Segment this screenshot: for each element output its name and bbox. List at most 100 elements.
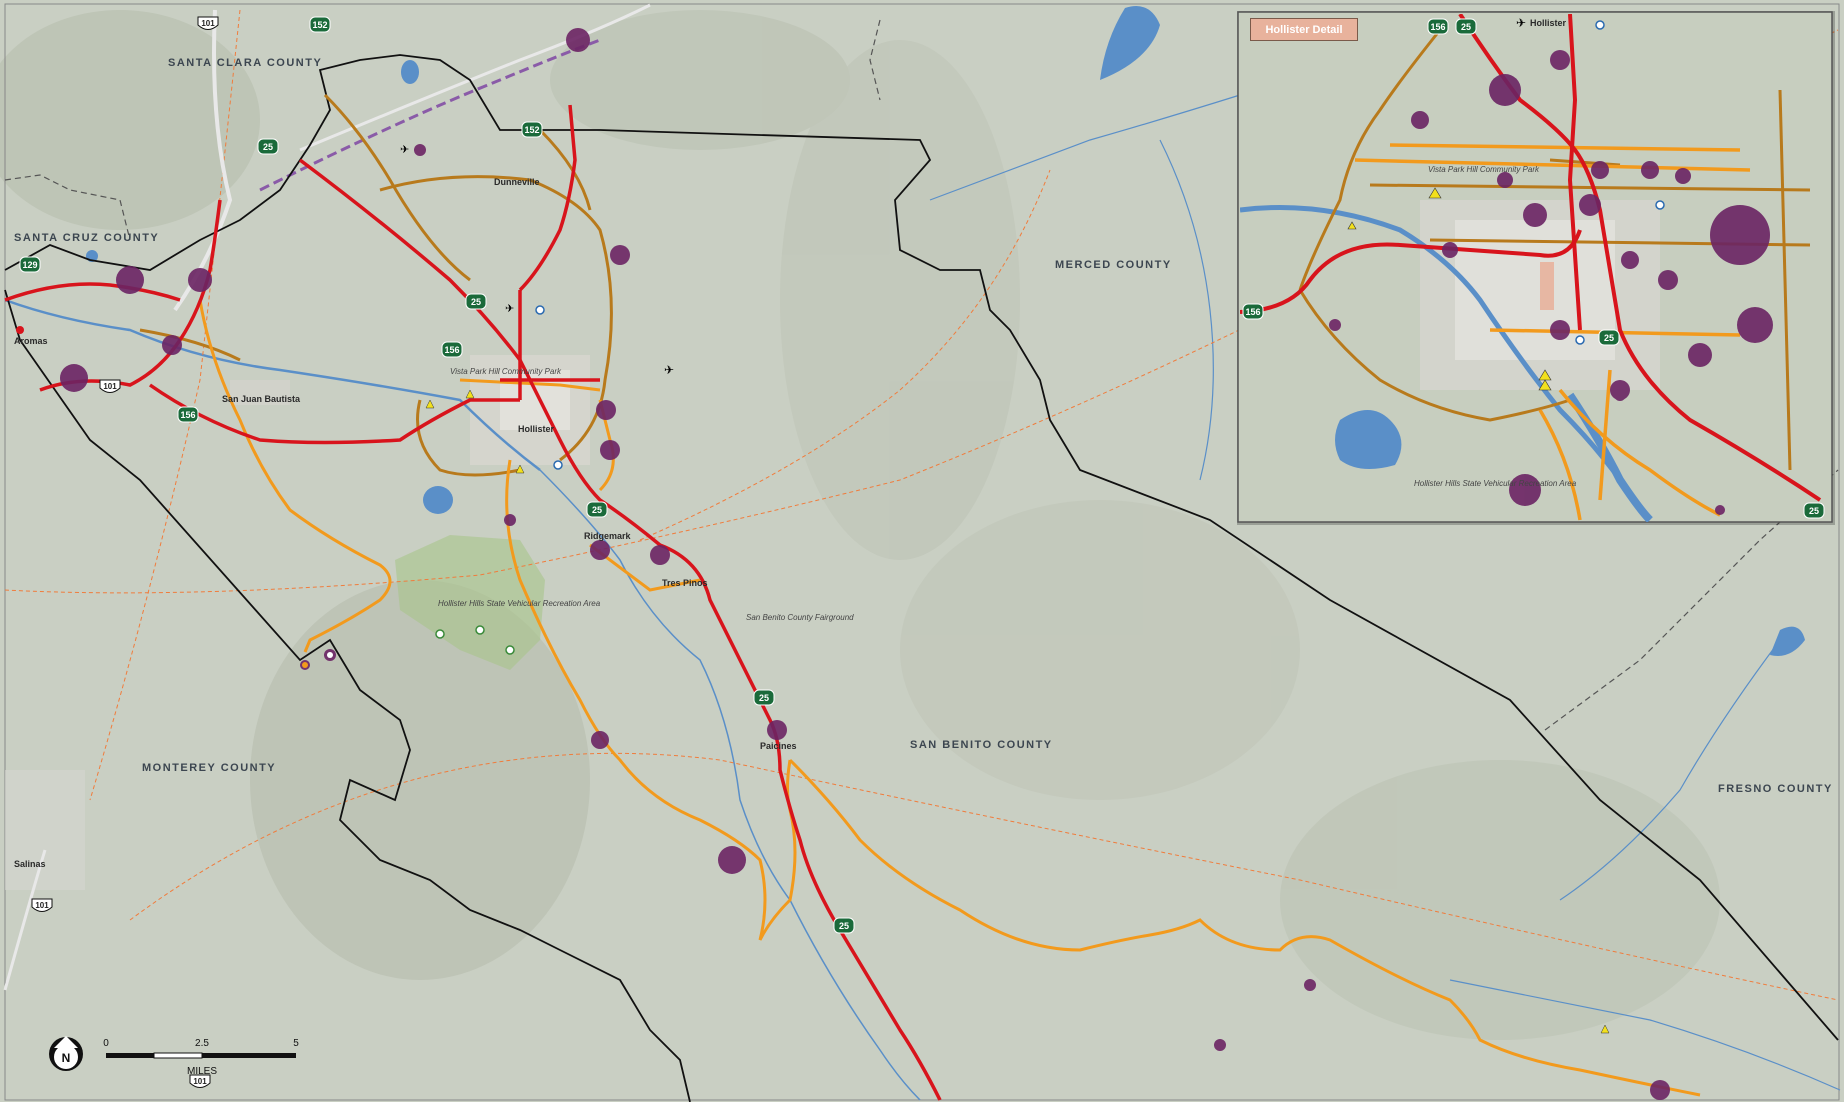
- label-tres-pinos: Tres Pinos: [662, 578, 708, 588]
- svg-text:101: 101: [35, 901, 49, 910]
- lake-west: [401, 60, 419, 84]
- label-vista-park: Vista Park Hill Community Park: [450, 367, 562, 376]
- inset-river: [1240, 205, 1643, 512]
- highway-156-red: [148, 383, 520, 445]
- svg-text:25: 25: [1604, 333, 1614, 343]
- inset-label-hollister: Hollister: [1530, 18, 1567, 28]
- scale-tick-0: 0: [103, 1038, 109, 1049]
- svg-text:25: 25: [592, 505, 602, 515]
- label-fairground: San Benito County Fairground: [746, 613, 854, 622]
- route-shield-25-paicines: 25: [753, 689, 775, 706]
- county-boundary: [4, 54, 1839, 1102]
- terrain-shading: [0, 10, 1720, 1040]
- route-shield-101-salinas: 101: [31, 898, 53, 912]
- route-shield-152: 152: [309, 16, 331, 33]
- pajaro-river: [4, 298, 541, 471]
- route-shield-129: 129: [19, 256, 41, 273]
- label-santa-clara-county: SANTA CLARA COUNTY: [168, 57, 322, 69]
- south-creek: [1449, 979, 1841, 1091]
- svg-text:25: 25: [263, 142, 273, 152]
- rail-152-purple: [259, 38, 601, 192]
- north-fork-creek: [929, 94, 1241, 201]
- points-of-interest: ✈ ✈ ✈: [16, 144, 1610, 1034]
- freeway-101-south: [3, 849, 47, 991]
- route-shield-101-west: 101: [99, 379, 121, 393]
- label-monterey-county: MONTEREY COUNTY: [142, 762, 276, 774]
- label-salinas: Salinas: [14, 859, 46, 869]
- scale-tick-1: 2.5: [195, 1038, 209, 1049]
- label-ridgemark: Ridgemark: [584, 531, 632, 541]
- route-shield-25-north: 25: [257, 138, 279, 155]
- inset-shield-25-center: 25: [1598, 329, 1620, 346]
- route-shields: 101 152 25 152 129 25 156 101: [19, 16, 855, 934]
- svg-text:101: 101: [103, 382, 117, 391]
- label-san-juan-bautista: San Juan Bautista: [222, 394, 301, 404]
- lake-reservoir-north: [1100, 6, 1160, 80]
- svg-text:129: 129: [22, 260, 37, 270]
- svg-text:25: 25: [759, 693, 769, 703]
- hollister-hills-park: [395, 535, 545, 670]
- route-shield-25-ridgemark: 25: [586, 501, 608, 518]
- water-bodies: [86, 6, 1805, 656]
- route-shield-152-east: 152: [521, 121, 543, 138]
- route-shield-25-south: 25: [833, 917, 855, 934]
- svg-text:25: 25: [1809, 506, 1819, 516]
- svg-text:156: 156: [1430, 22, 1445, 32]
- label-hollister-hills: Hollister Hills State Vehicular Recreati…: [438, 599, 601, 608]
- development-areas: [60, 28, 1670, 1100]
- east-creek: [1559, 639, 1781, 901]
- map-frame: [4, 3, 1840, 1101]
- arterial-roads: [198, 299, 1701, 1097]
- svg-text:152: 152: [524, 125, 539, 135]
- inset-shield-25: 25: [1455, 18, 1477, 35]
- svg-text:101: 101: [201, 19, 215, 28]
- inset-title: Hollister Detail: [1250, 18, 1358, 41]
- route-shield-101-scale: 101: [189, 1074, 211, 1088]
- scale-units: MILES: [187, 1066, 217, 1077]
- hollister-detail-inset[interactable]: ✈ 156 25 156 25 25 Hollis: [1237, 11, 1835, 525]
- highway-156-north: [4, 282, 181, 302]
- svg-text:25: 25: [1461, 22, 1471, 32]
- lake-hollister: [423, 486, 453, 514]
- scale-bar: 0 2.5 5 MILES 101: [103, 1038, 299, 1088]
- highway-152-red: [518, 104, 577, 292]
- lake-east: [1770, 626, 1805, 656]
- route-shield-156-sjb: 156: [177, 406, 199, 423]
- airport-icon-hollister: ✈: [664, 363, 674, 377]
- svg-text:25: 25: [839, 921, 849, 931]
- airport-icon-hollister-north: ✈: [505, 303, 514, 315]
- svg-text:156: 156: [1245, 307, 1260, 317]
- label-santa-cruz-county: SANTA CRUZ COUNTY: [14, 232, 159, 244]
- inset-shield-156: 156: [1427, 18, 1449, 35]
- airport-icon-north: ✈: [400, 144, 409, 156]
- route-shield-101: 101: [197, 16, 219, 30]
- label-aromas: Aromas: [14, 336, 48, 346]
- svg-text:152: 152: [312, 20, 327, 30]
- svg-text:25: 25: [471, 297, 481, 307]
- place-labels: Dunneville San Juan Bautista Hollister R…: [14, 177, 854, 869]
- county-labels: SANTA CLARA COUNTY SANTA CRUZ COUNTY MER…: [14, 57, 1833, 795]
- route-shield-25-hollister: 25: [465, 293, 487, 310]
- label-paicines: Paicines: [760, 741, 797, 751]
- north-arrow-label: N: [62, 1051, 71, 1065]
- inset-lake: [1335, 410, 1402, 469]
- freeway-152: [299, 3, 651, 152]
- south-fork-creek: [1159, 139, 1214, 481]
- inset-label-hollister-hills: Hollister Hills State Vehicular Recreati…: [1414, 479, 1577, 488]
- route-shield-156-hollister: 156: [441, 341, 463, 358]
- north-arrow: N: [49, 1036, 83, 1071]
- inset-airport-icon: ✈: [1516, 16, 1526, 30]
- san-benito-river: [539, 469, 921, 1101]
- rivers: [4, 94, 1841, 1101]
- label-dunneville: Dunneville: [494, 177, 540, 187]
- scale-tick-2: 5: [293, 1038, 299, 1049]
- inset-label-vista-park: Vista Park Hill Community Park: [1428, 165, 1540, 174]
- label-fresno-county: FRESNO COUNTY: [1718, 783, 1833, 795]
- label-san-benito-county: SAN BENITO COUNTY: [910, 739, 1053, 751]
- inset-shield-156-west: 156: [1242, 303, 1264, 320]
- svg-text:156: 156: [444, 345, 459, 355]
- svg-text:156: 156: [180, 410, 195, 420]
- svg-text:101: 101: [193, 1077, 207, 1086]
- label-merced-county: MERCED COUNTY: [1055, 259, 1172, 271]
